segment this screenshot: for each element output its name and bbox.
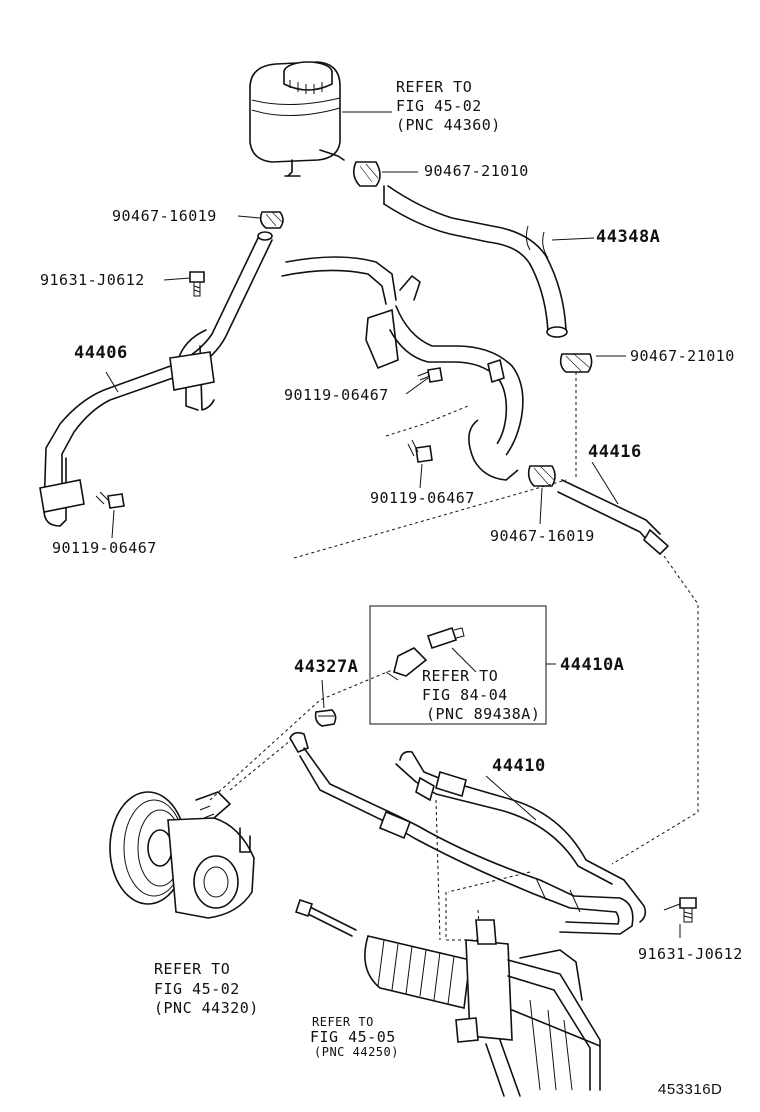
clamp-90467-21010-top[interactable] — [352, 161, 381, 187]
bolt-90119-06467-mid[interactable] — [417, 367, 443, 383]
pump-ref-line1: REFER TO — [154, 960, 230, 978]
steering-gear[interactable] — [294, 898, 601, 1097]
label-clamp-90467-16019-top[interactable]: 90467-16019 — [112, 207, 217, 225]
gear-ref-line3: (PNC 44250) — [314, 1045, 399, 1059]
tube-bracket[interactable] — [365, 275, 524, 481]
pressure-switch[interactable] — [385, 626, 465, 681]
pump-ref-line3: (PNC 44320) — [154, 999, 259, 1017]
reservoir-ref-line2: FIG 45-02 — [396, 97, 482, 115]
label-hose-44348A[interactable]: 44348A — [596, 227, 660, 247]
bolt-91631-J0612-bottom[interactable] — [663, 897, 697, 923]
hose-44416[interactable] — [557, 479, 670, 556]
bolt-91631-J0612-top[interactable] — [189, 271, 205, 297]
label-hose-44410[interactable]: 44410 — [492, 756, 546, 776]
label-bolt-90119-06467-center[interactable]: 90119-06467 — [370, 489, 475, 507]
label-bolt-90119-06467-left[interactable]: 90119-06467 — [52, 539, 157, 557]
gear-ref-line2: FIG 45-05 — [310, 1028, 396, 1046]
return-hose-44348A[interactable] — [383, 185, 568, 338]
switch-ref-line2: FIG 84-04 — [422, 686, 508, 704]
oring-44327A[interactable] — [314, 709, 337, 727]
pressure-hose-44410[interactable] — [289, 731, 647, 935]
label-clamp-90467-21010-mid[interactable]: 90467-21010 — [630, 347, 735, 365]
clamp-90467-21010-mid[interactable] — [559, 353, 593, 373]
label-bolt-91631-J0612-top[interactable]: 91631-J0612 — [40, 271, 145, 289]
reservoir-tank[interactable] — [249, 61, 345, 177]
gear-ref-line1: REFER TO — [312, 1015, 374, 1029]
pressure-tube-44406[interactable] — [39, 231, 397, 527]
clamp-90467-16019-top[interactable] — [259, 211, 284, 229]
label-bolt-90119-06467-mid[interactable]: 90119-06467 — [284, 386, 389, 404]
label-clamp-90467-21010-top[interactable]: 90467-21010 — [424, 162, 529, 180]
label-hose-44416[interactable]: 44416 — [588, 442, 642, 462]
power-steering-pump[interactable] — [109, 791, 255, 919]
pump-ref-line2: FIG 45-02 — [154, 980, 240, 998]
diagram-id: 453316D — [658, 1081, 722, 1098]
clamp-90467-16019-mid[interactable] — [527, 465, 556, 487]
label-clamp-90467-16019-mid[interactable]: 90467-16019 — [490, 527, 595, 545]
switch-ref-line1: REFER TO — [422, 667, 498, 685]
label-tube-44406[interactable]: 44406 — [74, 343, 128, 363]
reservoir-ref-line3: (PNC 44360) — [396, 116, 501, 134]
label-kit-44410A[interactable]: 44410A — [560, 655, 624, 675]
kit-box-44410A — [369, 605, 547, 725]
bolt-90119-06467-left[interactable] — [95, 491, 125, 509]
switch-ref-line3: (PNC 89438A) — [426, 705, 540, 723]
label-bolt-91631-J0612-bottom[interactable]: 91631-J0612 — [638, 945, 743, 963]
label-oring-44327A[interactable]: 44327A — [294, 657, 358, 677]
bolt-90119-06467-center[interactable] — [407, 439, 433, 463]
reservoir-ref-line1: REFER TO — [396, 78, 472, 96]
